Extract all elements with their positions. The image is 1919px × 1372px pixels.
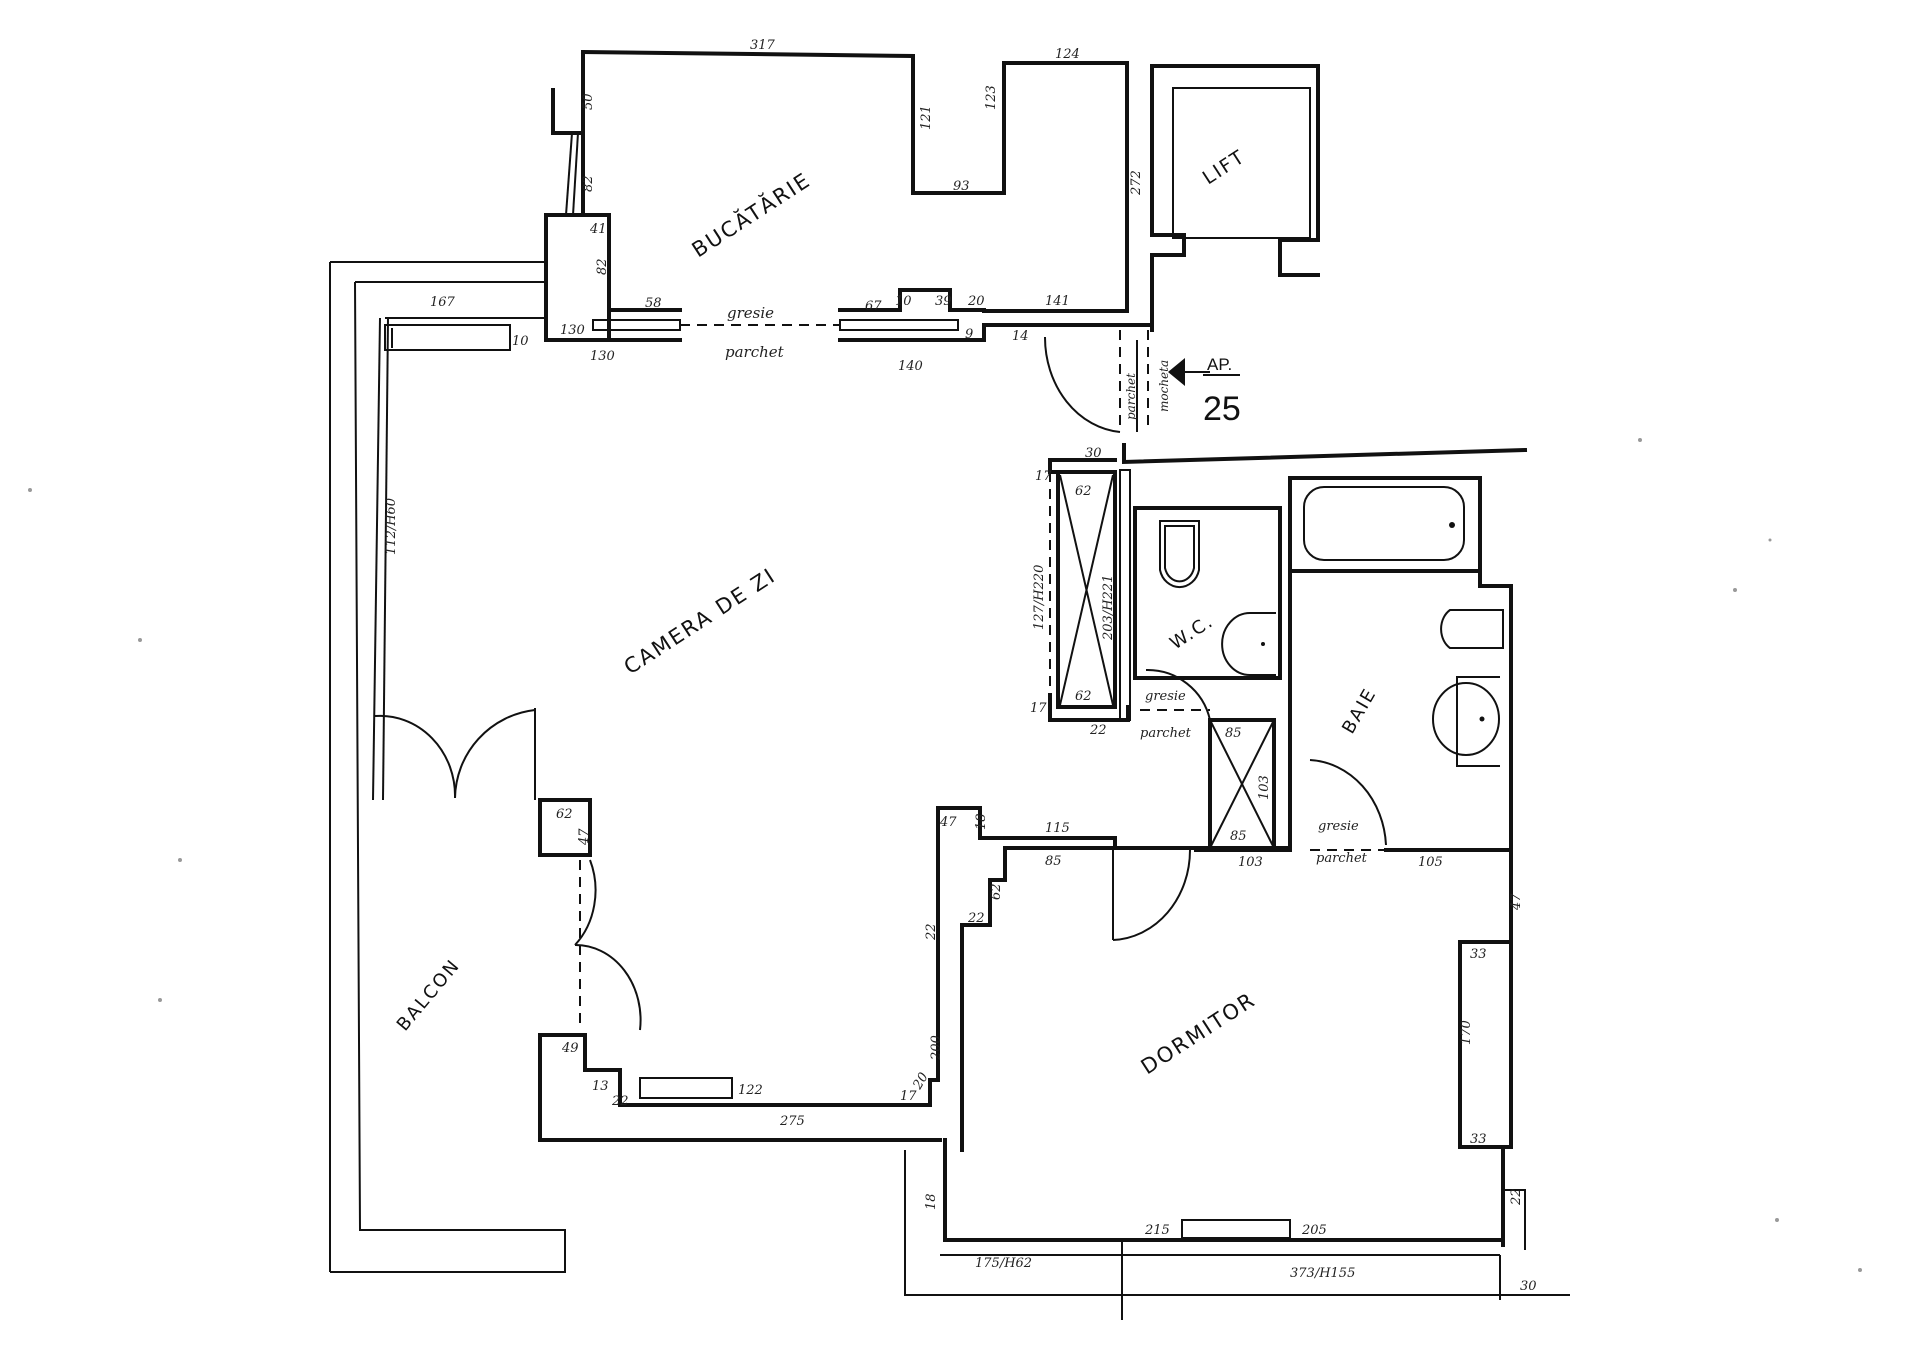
wc-floor-note-top: gresie bbox=[1145, 689, 1186, 704]
sink-icon bbox=[1221, 612, 1276, 676]
dim-closet-top: 30 bbox=[1085, 446, 1102, 461]
bathtub-icon bbox=[1303, 486, 1465, 561]
dim-kitchen-small-b: 39 bbox=[935, 294, 952, 309]
dim-living-bottom-corner: 17 bbox=[900, 1089, 917, 1104]
dim-bedroom-wardrobe-side: 170 bbox=[1459, 1020, 1474, 1045]
apartment-label: AP. bbox=[1207, 355, 1232, 374]
room-label-bathroom: BAIE bbox=[1338, 684, 1381, 737]
toilet-icon bbox=[1159, 520, 1200, 589]
dim-bedroom-radiator-right: 205 bbox=[1301, 1223, 1327, 1238]
dim-closet-left: 127/H220 bbox=[1032, 565, 1047, 630]
dim-bedroom-window-right: 373/H155 bbox=[1290, 1266, 1355, 1281]
dim-kitchen-left-upper: 50 bbox=[581, 93, 596, 110]
dim-closet-corner-top: 17 bbox=[1035, 469, 1052, 484]
dim-kitchen-niche-left: 123 bbox=[984, 85, 999, 110]
dim-kitchen-niche-bottom: 93 bbox=[953, 179, 970, 194]
dim-living-bottom: 275 bbox=[779, 1114, 805, 1129]
entrance-floor-note-a: parchet bbox=[1124, 373, 1138, 420]
dim-kitchen-top: 317 bbox=[750, 38, 776, 53]
dim-kitchen-pillar-side: 82 bbox=[595, 258, 610, 275]
dim-shower-bottom: 85 bbox=[1230, 829, 1247, 844]
dim-balcony-top: 167 bbox=[430, 295, 456, 310]
dim-corner-mark: 30 bbox=[1520, 1279, 1537, 1294]
dim-hall-side: 22 bbox=[924, 923, 939, 941]
closet bbox=[1048, 458, 1131, 722]
room-label-wc: W.C. bbox=[1166, 611, 1217, 655]
dim-kitchen-top-right: 124 bbox=[1055, 47, 1080, 62]
dim-kitchen-niche-right: 121 bbox=[919, 105, 934, 130]
dim-living-window-left: 112/H60 bbox=[384, 498, 399, 555]
dim-closet-corner-bottom: 17 bbox=[1030, 701, 1047, 716]
kitchen-floor-note-top: gresie bbox=[727, 304, 774, 322]
dim-hall-corner: 47 bbox=[939, 815, 957, 830]
dim-kitchen-small-c: 20 bbox=[967, 294, 985, 309]
dim-shower-side: 103 bbox=[1257, 775, 1272, 800]
dim-living-bottom-left: 49 bbox=[561, 1041, 579, 1056]
dim-hall-step: 85 bbox=[1045, 854, 1062, 869]
dim-bedroom-wardrobe-bottom: 33 bbox=[1470, 1132, 1487, 1147]
living-room-walls bbox=[329, 261, 1117, 1273]
room-label-bedroom: DORMITOR bbox=[1137, 987, 1260, 1079]
dim-living-radiator: 122 bbox=[738, 1083, 763, 1098]
entrance-floor-note-b: mocheta bbox=[1157, 360, 1171, 412]
dim-kitchen-bottom-left: 130 bbox=[560, 323, 585, 338]
dim-bedroom-wardrobe-top: 33 bbox=[1470, 947, 1487, 962]
dim-kitchen-small-d: 9 bbox=[965, 327, 973, 342]
kitchen-floor-note-bottom: parchet bbox=[725, 343, 785, 361]
dim-kitchen-small-a: 10 bbox=[895, 294, 912, 309]
room-label-lift: LIFT bbox=[1199, 145, 1250, 189]
dim-wc-bottom: 103 bbox=[1238, 855, 1263, 870]
dim-bedroom-bottom-left: 18 bbox=[924, 1193, 939, 1210]
room-label-kitchen: BUCĂTĂRIE bbox=[687, 166, 816, 262]
dim-kitchen-left-lower: 82 bbox=[581, 175, 596, 192]
bedroom-walls bbox=[904, 848, 1570, 1320]
dim-kitchen-right: 272 bbox=[1129, 170, 1144, 196]
dim-bedroom-left: 200 bbox=[929, 1035, 944, 1061]
entrance bbox=[982, 323, 1240, 433]
dim-shower-top: 85 bbox=[1225, 726, 1242, 741]
dim-hall-step-side: 62 bbox=[989, 883, 1004, 900]
bathroom bbox=[1288, 476, 1513, 852]
dim-closet-top-inner: 62 bbox=[1075, 484, 1092, 499]
dim-living-bottom-small-b: 22 bbox=[611, 1094, 629, 1109]
dim-column-side: 47 bbox=[577, 828, 592, 846]
dim-living-bottom-small: 13 bbox=[592, 1079, 609, 1094]
dim-kitchen-bottom-right: 140 bbox=[898, 359, 923, 374]
scan-noise bbox=[28, 438, 1862, 1272]
dim-bedroom-right-bottom: 22 bbox=[1509, 1188, 1524, 1206]
apartment-number: 25 bbox=[1203, 390, 1241, 428]
entrance-arrow-icon bbox=[1168, 358, 1185, 386]
room-label-living-room: CAMERA DE ZI bbox=[620, 563, 781, 679]
lift-shaft bbox=[1150, 64, 1320, 332]
wc-room bbox=[1122, 443, 1528, 850]
dim-kitchen-opening-left: 58 bbox=[645, 296, 662, 311]
dim-bath-bottom: 105 bbox=[1418, 855, 1443, 870]
dim-closet-diag: 203/H221 bbox=[1101, 575, 1116, 641]
dim-hall-corner-b: 18 bbox=[974, 813, 989, 830]
dim-column-size: 62 bbox=[556, 807, 573, 822]
bath-floor-note-top: gresie bbox=[1318, 819, 1359, 834]
dim-bedroom-right-top: 47 bbox=[1509, 893, 1524, 911]
room-label-balcony: BALCON bbox=[393, 955, 465, 1035]
hallway bbox=[960, 836, 1292, 1152]
dim-closet-bottom-inner: 62 bbox=[1075, 689, 1092, 704]
dim-hall-step-b: 22 bbox=[967, 911, 985, 926]
bath-floor-note-bottom: parchet bbox=[1316, 851, 1368, 866]
dim-closet-base: 22 bbox=[1089, 723, 1107, 738]
wc-floor-note-bottom: parchet bbox=[1140, 726, 1192, 741]
dim-bedroom-window-left: 175/H62 bbox=[975, 1256, 1032, 1271]
bath-sink-icon bbox=[1456, 676, 1500, 767]
dim-entrance-left: 14 bbox=[1012, 329, 1029, 344]
dim-kitchen-pillar-top: 41 bbox=[589, 222, 607, 237]
dim-bedroom-radiator-left: 215 bbox=[1144, 1223, 1170, 1238]
dim-kitchen-opening-right: 67 bbox=[865, 299, 882, 314]
dim-kitchen-bottom-far: 141 bbox=[1045, 294, 1070, 309]
kitchen-walls bbox=[544, 49, 1129, 342]
dim-kitchen-bottom-left-under: 130 bbox=[590, 349, 615, 364]
bath-toilet-icon bbox=[1440, 609, 1504, 649]
dim-hall-top: 115 bbox=[1045, 821, 1070, 836]
dim-balcony-window-end: 10 bbox=[512, 334, 529, 349]
